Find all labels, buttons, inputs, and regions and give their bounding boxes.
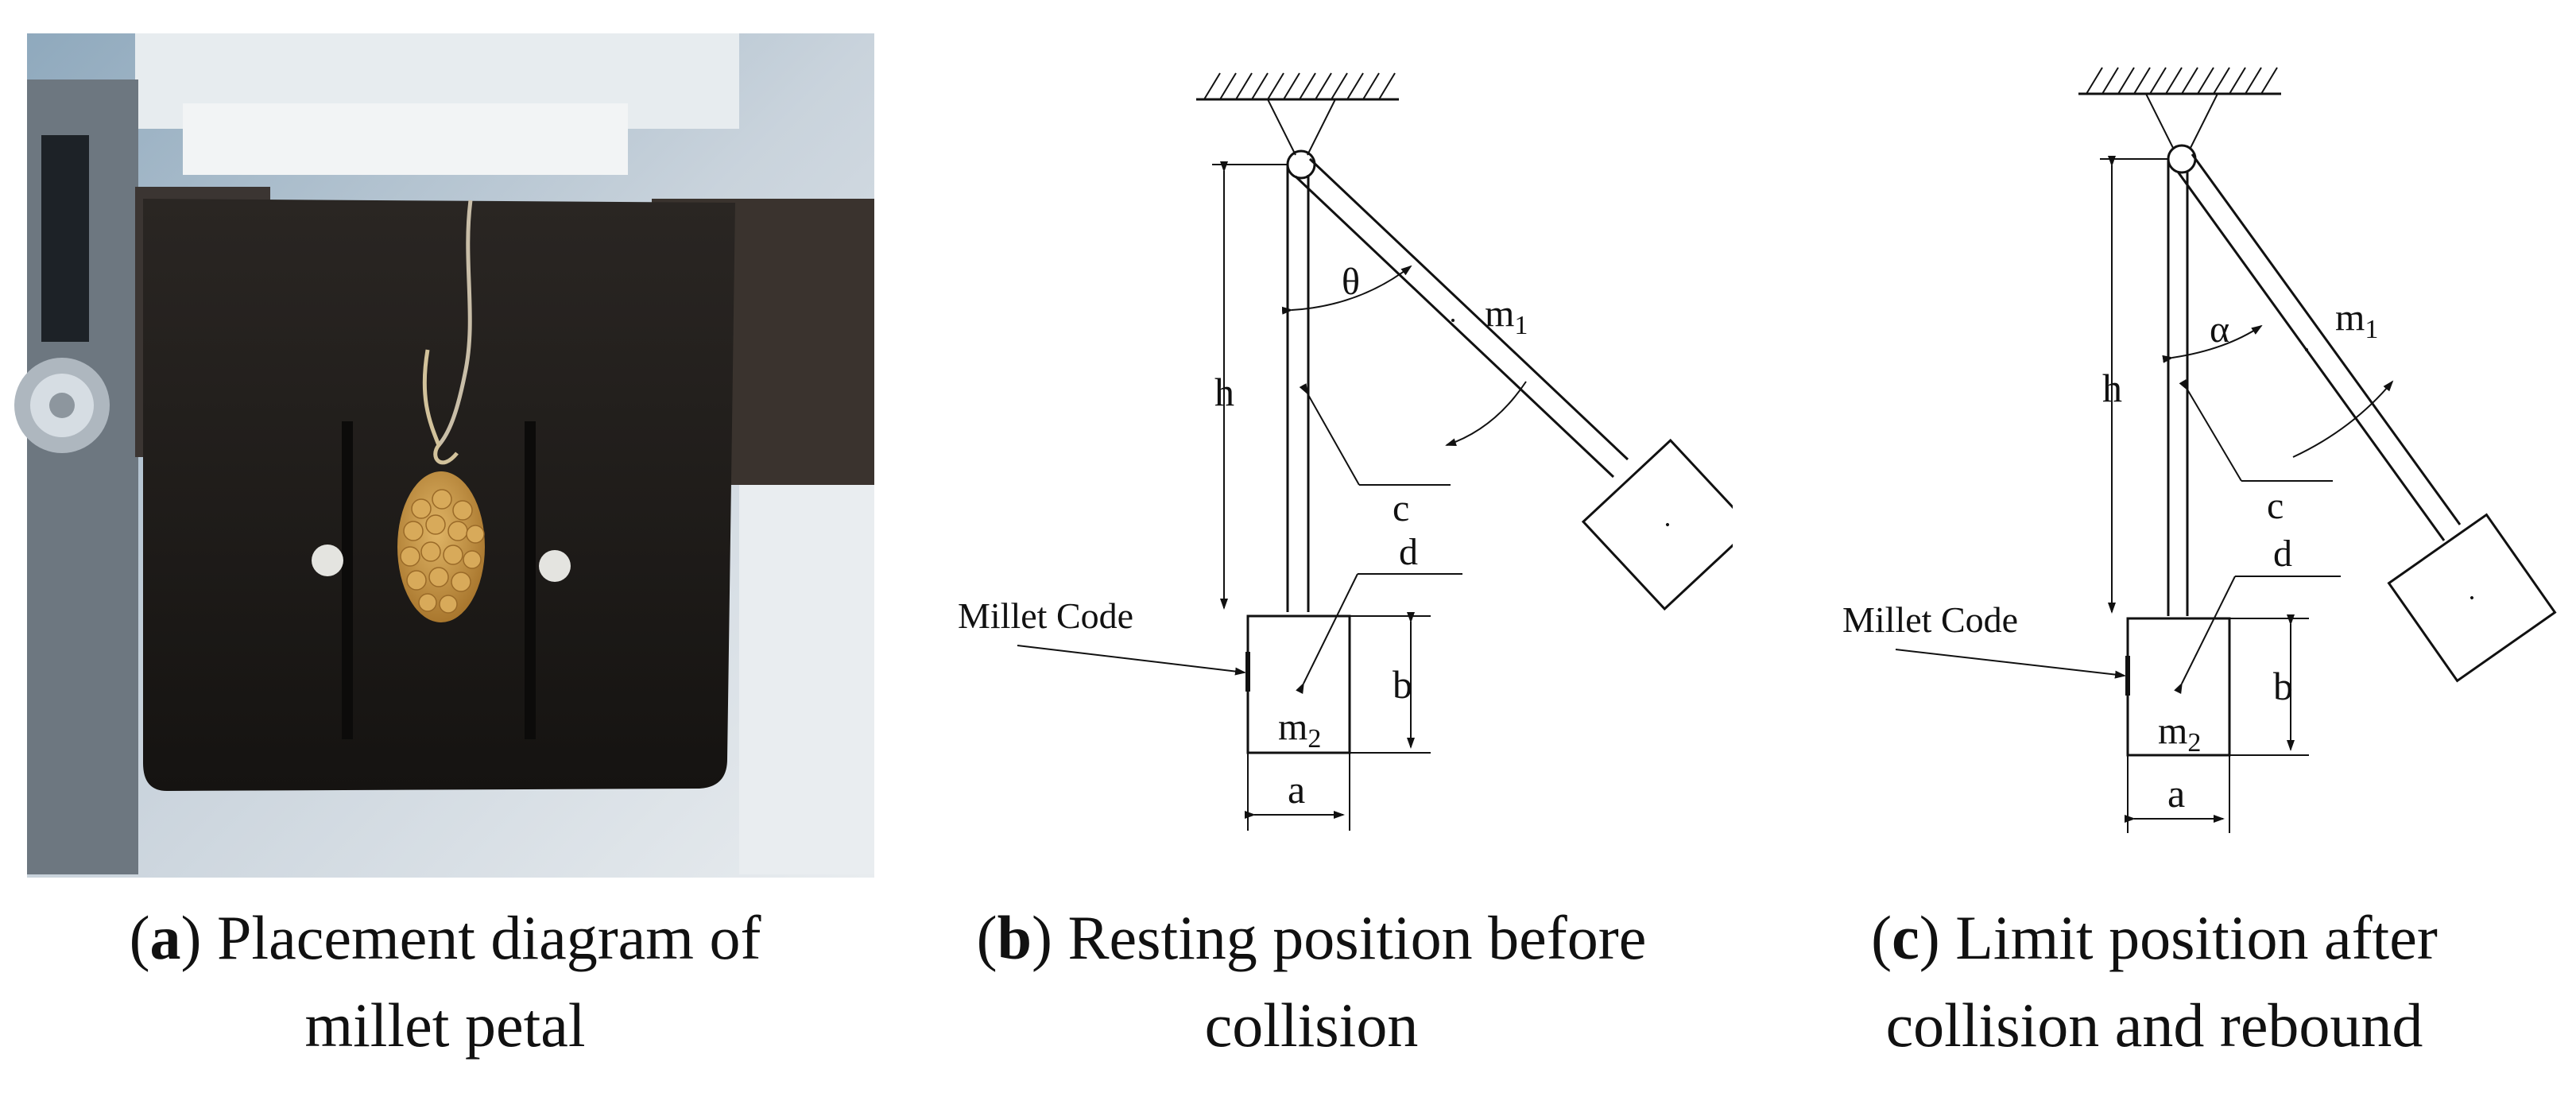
caption-a-line2: millet petal <box>304 990 586 1060</box>
label-m2: m2 <box>2158 710 2201 758</box>
label-d: d <box>1399 531 1418 573</box>
pin-left <box>312 545 343 576</box>
pendulum-rod <box>1294 157 1629 479</box>
dim-h <box>2100 156 2168 614</box>
caption-letter-c: c <box>1892 903 1919 972</box>
panel-b: h m1 θ c m2 d <box>890 0 1733 1093</box>
theta-arc <box>1281 265 1412 315</box>
label-d: d <box>2273 533 2292 575</box>
millet-code-leader <box>1017 645 1246 676</box>
pendulum-mass-m1 <box>1581 438 1733 611</box>
diagram-b: h m1 θ c m2 d <box>958 72 1733 831</box>
label-millet-code: Millet Code <box>1842 599 2018 640</box>
panel-c: h m1 α c m2 d <box>1733 0 2576 1093</box>
ceiling-hatch <box>1196 72 1399 101</box>
caption-c-line1: Limit position after <box>1939 903 2438 972</box>
label-millet-code: Millet Code <box>958 595 1133 636</box>
caption-a-line1: Placement diagram of <box>201 903 761 972</box>
caption-letter-a: a <box>149 903 181 972</box>
label-h: h <box>2102 366 2122 410</box>
vertical-rod <box>1286 165 1310 612</box>
dim-b <box>1350 612 1431 754</box>
caption-b: (b) Resting position before collision <box>890 894 1733 1069</box>
swing-arrow <box>1445 381 1527 446</box>
label-alpha: α <box>2210 308 2229 351</box>
caption-b-line1: Resting position before <box>1052 903 1647 972</box>
millet-photo <box>14 33 874 878</box>
label-m1: m1 <box>2335 297 2378 344</box>
leader-c <box>1299 383 1451 486</box>
pendulum-rod <box>2176 153 2462 541</box>
label-a: a <box>2167 771 2185 816</box>
thread <box>437 200 473 447</box>
caption-a: (a) Placement diagram of millet petal <box>0 894 890 1069</box>
caption-c-line2: collision and rebound <box>1885 990 2423 1060</box>
label-m2: m2 <box>1278 706 1321 754</box>
dim-a <box>2125 755 2230 833</box>
swing-arrow <box>2292 380 2394 458</box>
diagram-c: h m1 α c m2 d <box>1842 67 2557 833</box>
leader-c <box>2179 379 2333 482</box>
label-b: b <box>2273 664 2293 708</box>
pivot-support <box>2145 93 2218 150</box>
caption-b-line2: collision <box>1204 990 1419 1060</box>
leader-d <box>2174 576 2341 694</box>
label-a: a <box>1288 767 1305 812</box>
vertical-rod <box>2167 159 2189 616</box>
label-c: c <box>2267 485 2284 527</box>
leader-d <box>1296 573 1462 694</box>
dim-a <box>1245 753 1350 831</box>
label-b: b <box>1393 662 1412 707</box>
pivot <box>2167 144 2197 174</box>
dim-b <box>2229 614 2309 756</box>
label-h: h <box>1214 370 1234 414</box>
ceiling-hatch <box>2078 67 2281 95</box>
label-theta: θ <box>1342 261 1360 303</box>
caption-letter-b: b <box>997 903 1032 972</box>
dim-h <box>1212 161 1288 610</box>
pendulum-mass-m1 <box>2387 513 2557 683</box>
label-m1: m1 <box>1485 293 1528 340</box>
label-c: c <box>1393 487 1409 529</box>
caption-c: (c) Limit position after collision and r… <box>1733 894 2576 1069</box>
pin-right <box>539 550 571 582</box>
panel-a: (a) Placement diagram of millet petal <box>0 0 890 1093</box>
alpha-arc <box>2162 324 2263 363</box>
pivot-support <box>1267 99 1336 156</box>
millet-code-leader <box>1895 649 2126 679</box>
pivot <box>1286 149 1316 180</box>
